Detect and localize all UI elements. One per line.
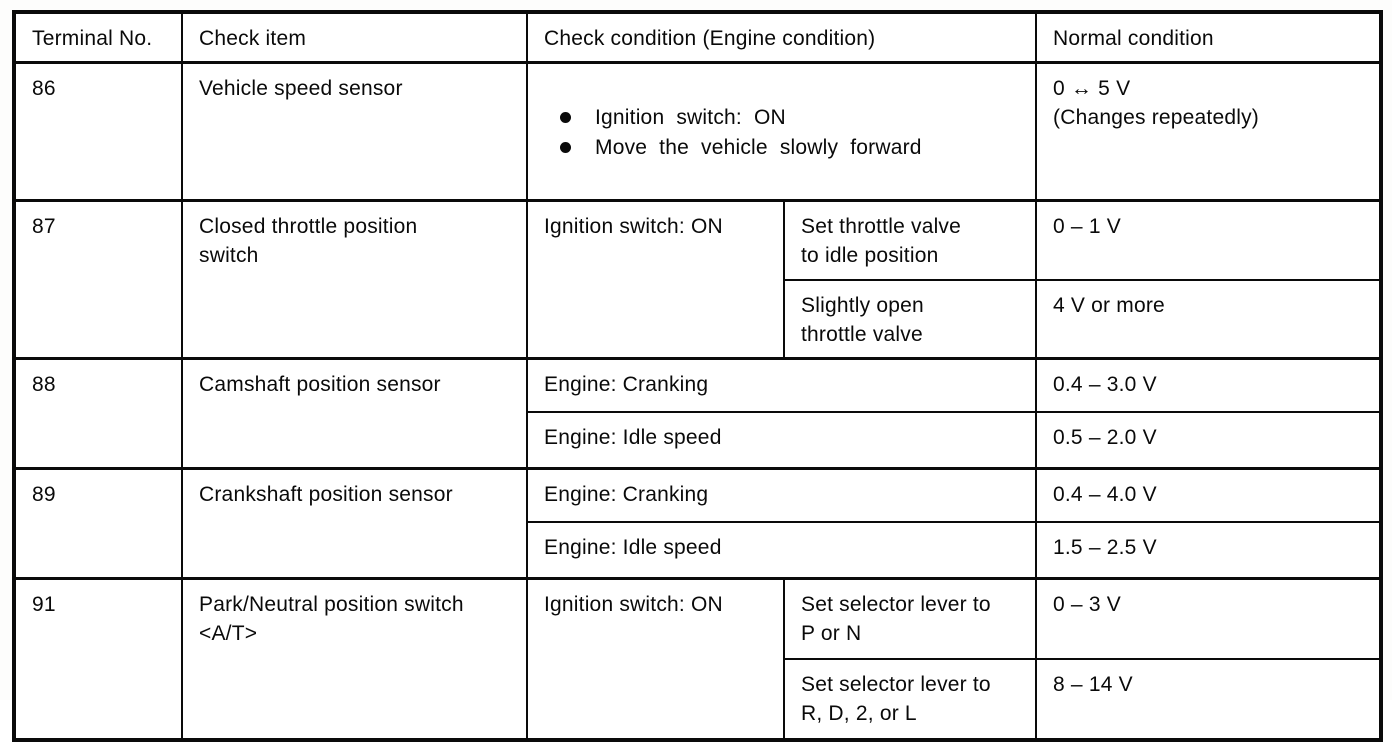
sub-condition-cell-91-1: Set selector lever to P or N <box>782 576 1038 660</box>
normal-condition-cell-91-1: 0 – 3 V <box>1035 576 1383 660</box>
normal-condition-cell-86: 0 ↔ 5 V (Changes repeatedly) <box>1035 61 1383 202</box>
condition-cell-86: Ignition switch: ON Move the vehicle slo… <box>525 61 1038 202</box>
normal-condition-cell-88-1: 0.4 – 3.0 V <box>1035 356 1383 413</box>
table-header-row: Terminal No. Check item Check condition … <box>13 11 1383 64</box>
table-row-87-sub-2: Slightly open throttle valve 4 V or more <box>14 278 1383 359</box>
bullet-icon <box>560 112 571 123</box>
condition-bullet-list: Ignition switch: ON Move the vehicle slo… <box>544 103 1021 162</box>
normal-condition-cell-89-1: 0.4 – 4.0 V <box>1035 466 1383 523</box>
base-condition-cell-87: Ignition switch: ON <box>526 199 785 359</box>
terminal-cell-89: 89 <box>13 466 183 579</box>
condition-cell-89-2: Engine: Idle speed <box>525 521 1038 579</box>
condition-bullet-row: Ignition switch: ON <box>544 103 1021 132</box>
base-condition-cell-91: Ignition switch: ON <box>526 576 785 741</box>
bullet-icon <box>560 142 571 153</box>
check-item-cell-86: Vehicle speed sensor <box>181 61 528 202</box>
check-item-cell-87: Closed throttle position switch <box>181 199 528 359</box>
terminal-cell-88: 88 <box>13 356 183 469</box>
table-row-88-sub-1: 88 Camshaft position sensor Engine: Cran… <box>13 356 1383 469</box>
condition-bullet-text: Move the vehicle slowly forward <box>595 136 922 159</box>
normal-condition-cell-87-1: 0 – 1 V <box>1035 199 1383 281</box>
col-header-terminal-no: Terminal No. <box>13 11 183 64</box>
normal-condition-cell-89-2: 1.5 – 2.5 V <box>1035 521 1383 579</box>
scanned-manual-page: Terminal No. Check item Check condition … <box>12 10 1384 742</box>
terminal-cell-87: 87 <box>13 199 183 359</box>
normal-condition-cell-87-2: 4 V or more <box>1035 278 1383 359</box>
condition-cell-88-1: Engine: Cranking <box>525 356 1038 413</box>
condition-cell-88-2: Engine: Idle speed <box>525 411 1038 469</box>
terminal-check-table: Terminal No. Check item Check condition … <box>12 10 1384 742</box>
table-row-87-sub-1: 87 Closed throttle position switch Ignit… <box>13 199 1383 359</box>
table-row-88-sub-2: Engine: Idle speed 0.5 – 2.0 V <box>14 411 1383 469</box>
sub-condition-cell-87-2: Slightly open throttle valve <box>782 278 1038 359</box>
condition-bullet-row: Move the vehicle slowly forward <box>544 133 1021 162</box>
table-row-86: 86 Vehicle speed sensor Ignition switch:… <box>13 61 1383 202</box>
check-item-cell-88: Camshaft position sensor <box>181 356 528 469</box>
sub-condition-cell-87-1: Set throttle valve to idle position <box>782 199 1038 281</box>
terminal-cell-86: 86 <box>13 61 183 202</box>
table-row-89-sub-2: Engine: Idle speed 1.5 – 2.5 V <box>14 521 1383 579</box>
table-row-89-sub-1: 89 Crankshaft position sensor Engine: Cr… <box>13 466 1383 579</box>
col-header-check-condition: Check condition (Engine condition) <box>525 11 1038 64</box>
col-header-normal-condition: Normal condition <box>1035 11 1383 64</box>
col-header-check-item: Check item <box>181 11 528 64</box>
check-item-cell-91: Park/Neutral position switch <A/T> <box>181 576 528 741</box>
table-row-91-sub-1: 91 Park/Neutral position switch <A/T> Ig… <box>13 576 1383 741</box>
condition-bullet-text: Ignition switch: ON <box>595 106 786 129</box>
normal-condition-cell-88-2: 0.5 – 2.0 V <box>1035 411 1383 469</box>
terminal-cell-91: 91 <box>13 576 183 741</box>
condition-cell-89-1: Engine: Cranking <box>525 466 1038 523</box>
check-item-cell-89: Crankshaft position sensor <box>181 466 528 579</box>
